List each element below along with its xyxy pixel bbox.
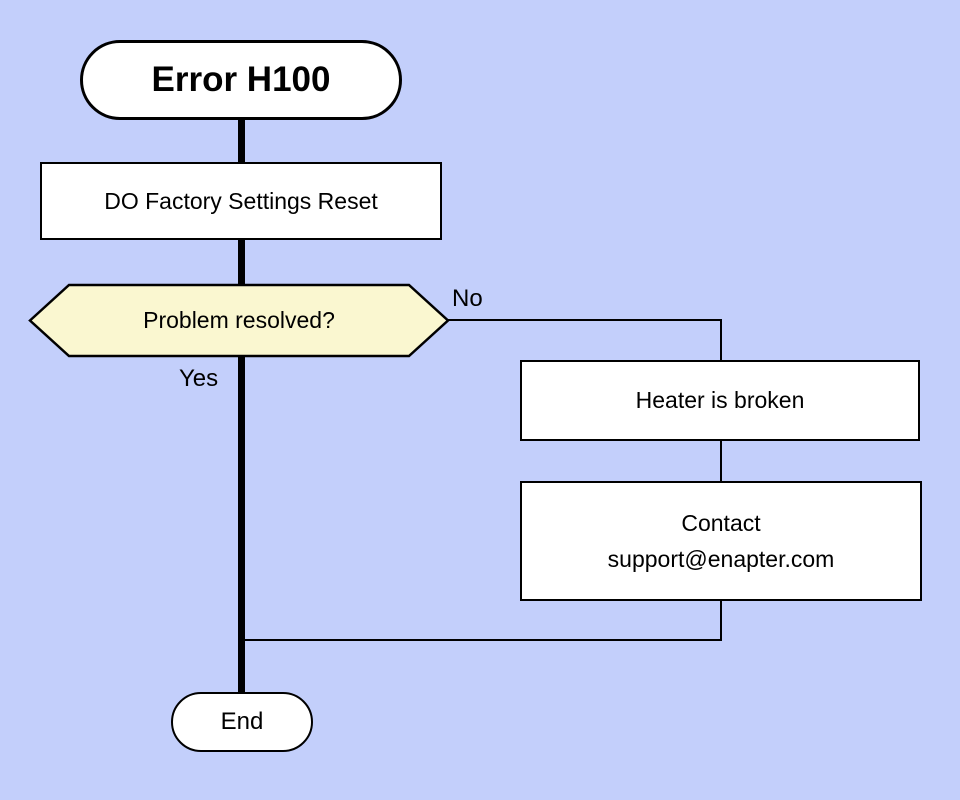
process-node-heater-broken: Heater is broken [520, 360, 920, 441]
contact-label-line2: support@enapter.com [607, 546, 835, 572]
connector-loopback-horizontal [241, 639, 722, 641]
connector-reset-to-decision [238, 239, 245, 285]
end-terminator-label: End [220, 708, 264, 735]
decision-label: Problem resolved? [143, 307, 335, 333]
connector-no-horizontal [448, 319, 722, 321]
contact-label-line1: Contact [681, 510, 761, 536]
connector-decision-to-end [238, 356, 245, 694]
process-node-contact-support: Contact support@enapter.com [520, 481, 922, 601]
edge-label-yes: Yes [179, 365, 219, 392]
connector-start-to-reset [238, 118, 245, 164]
decision-hexagon-shape [28, 283, 450, 358]
edge-label-no: No [452, 285, 483, 312]
connector-no-vertical [720, 320, 722, 362]
end-terminator-node: End [171, 692, 313, 752]
connector-contact-down [720, 600, 722, 641]
process-heater-label: Heater is broken [635, 387, 805, 413]
process-node-factory-reset: DO Factory Settings Reset [40, 162, 442, 240]
decision-node-problem-resolved: Problem resolved? [28, 283, 450, 358]
connector-heater-to-contact [720, 440, 722, 483]
process-factory-reset-label: DO Factory Settings Reset [104, 187, 378, 214]
start-terminator-node: Error H100 [80, 40, 402, 120]
start-terminator-label: Error H100 [151, 60, 331, 99]
decision-hexagon-polygon [28, 283, 450, 358]
